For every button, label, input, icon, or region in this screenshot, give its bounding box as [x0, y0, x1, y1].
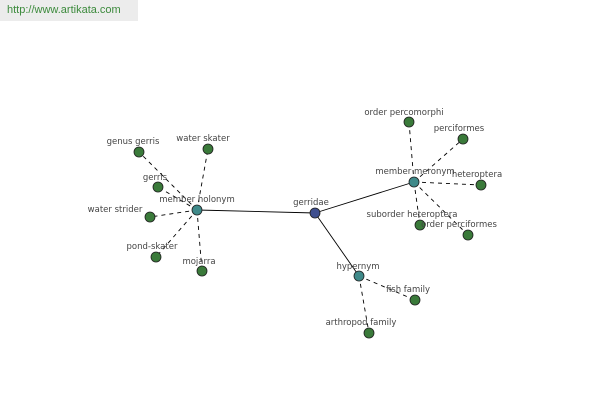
edge-member-meronym-order-percomorphi — [408, 121, 415, 183]
node-arthropod-family[interactable] — [363, 327, 375, 339]
node-label-order-percomorphi[interactable]: order percomorphi — [364, 108, 443, 118]
node-gerris[interactable] — [152, 181, 164, 193]
node-water-strider[interactable] — [144, 211, 156, 223]
node-label-suborder-heteroptera[interactable]: suborder heteroptera — [367, 210, 458, 220]
edge-gerridae-member-meronym — [314, 181, 415, 214]
node-order-percomorphi[interactable] — [403, 116, 415, 128]
node-perciformes[interactable] — [457, 133, 469, 145]
node-water-skater[interactable] — [202, 143, 214, 155]
edge-member-holonym-genus-gerris — [138, 151, 198, 211]
node-label-genus-gerris[interactable]: genus gerris — [107, 137, 160, 147]
edge-gerridae-hypernym — [314, 212, 360, 277]
node-label-heteroptera[interactable]: heteroptera — [452, 170, 502, 180]
node-label-order-perciformes[interactable]: order perciformes — [421, 220, 497, 230]
edge-member-holonym-mojarra — [196, 209, 203, 272]
node-heteroptera[interactable] — [475, 179, 487, 191]
node-member-holonym[interactable] — [191, 204, 203, 216]
node-label-water-skater[interactable]: water skater — [176, 134, 230, 144]
edge-member-meronym-heteroptera — [413, 181, 482, 186]
node-label-member-holonym[interactable]: member holonym — [159, 195, 234, 205]
edge-member-meronym-perciformes — [413, 138, 464, 183]
edge-hypernym-fish-family — [358, 275, 416, 301]
node-label-hypernym[interactable]: hypernym — [336, 262, 379, 272]
watermark-url[interactable]: http://www.artikata.com — [7, 4, 121, 16]
node-label-perciformes[interactable]: perciformes — [434, 124, 485, 134]
node-fish-family[interactable] — [409, 294, 421, 306]
edge-member-holonym-water-skater — [196, 148, 209, 211]
node-label-gerridae[interactable]: gerridae — [293, 198, 329, 208]
node-gerridae[interactable] — [309, 207, 321, 219]
node-label-gerris[interactable]: gerris — [143, 173, 168, 183]
edge-hypernym-arthropod-family — [358, 275, 370, 334]
edge-gerridae-member-holonym — [196, 209, 316, 214]
node-suborder-heteroptera[interactable] — [414, 219, 426, 231]
node-label-member-meronym[interactable]: member meronym — [375, 167, 454, 177]
node-pond-skater[interactable] — [150, 251, 162, 263]
node-label-fish-family[interactable]: fish family — [386, 285, 430, 295]
node-genus-gerris[interactable] — [133, 146, 145, 158]
watermark-banner: http://www.artikata.com — [0, 0, 138, 21]
node-label-pond-skater[interactable]: pond-skater — [127, 242, 178, 252]
node-label-water-strider[interactable]: water strider — [88, 205, 143, 215]
node-mojarra[interactable] — [196, 265, 208, 277]
edge-member-holonym-pond-skater — [155, 209, 198, 258]
node-label-mojarra[interactable]: mojarra — [182, 257, 215, 267]
node-order-perciformes[interactable] — [462, 229, 474, 241]
node-member-meronym[interactable] — [408, 176, 420, 188]
node-hypernym[interactable] — [353, 270, 365, 282]
edge-member-holonym-water-strider — [149, 209, 198, 218]
node-label-arthropod-family[interactable]: arthropod family — [326, 318, 397, 328]
